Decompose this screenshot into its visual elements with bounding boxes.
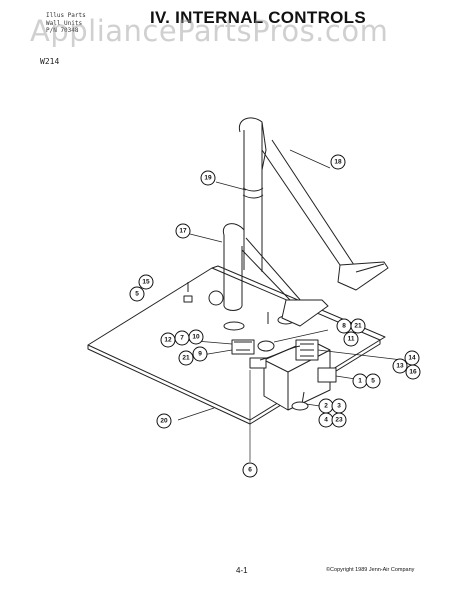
callout-label: 9	[198, 351, 202, 358]
knob-11	[257, 340, 275, 352]
hose-18-tube	[243, 130, 263, 272]
page-number: 4-1	[236, 566, 248, 575]
callout-label: 3	[337, 403, 341, 410]
hose-18-band	[242, 187, 264, 192]
callout-label: 14	[408, 355, 416, 362]
callout-label: 17	[179, 228, 187, 235]
callout-label: 21	[182, 355, 190, 362]
hose-18-nozzle	[337, 261, 389, 291]
model-number: W214	[40, 57, 60, 66]
header-info: Illus Parts Wall Units P/N 70348	[46, 12, 86, 35]
callout-6	[242, 462, 258, 478]
header-line: Illus Parts	[46, 12, 86, 19]
callout-label: 15	[142, 279, 150, 286]
switch-7-detail	[234, 341, 252, 351]
callout-9	[192, 346, 208, 362]
callout-13	[392, 358, 408, 374]
hose-18-nozzle-detail	[355, 263, 385, 273]
foot-2	[291, 401, 309, 411]
leader-lines	[177, 149, 403, 462]
callout-label: 11	[348, 336, 355, 343]
wire	[259, 345, 301, 361]
callout-21b	[178, 350, 194, 366]
callout-label: 8	[342, 323, 346, 330]
callout-label: 12	[164, 337, 172, 344]
callout-label: 16	[409, 369, 417, 376]
callout-label: 21	[354, 323, 362, 330]
callout-label: 1	[358, 378, 362, 385]
callout-label: 20	[160, 418, 168, 425]
hose-17-bottom	[223, 305, 243, 311]
hose-17-tube	[223, 235, 243, 306]
watermark: AppliancePartsPros.com	[30, 14, 389, 48]
callout-18	[330, 154, 346, 170]
page-title: IV. INTERNAL CONTROLS	[150, 8, 366, 27]
ring-10	[223, 321, 245, 331]
copyright-notice: ©Copyright 1989 Jenn-Air Company	[326, 567, 415, 573]
callout-label: 5	[371, 378, 375, 385]
component-1	[317, 367, 337, 383]
callout-label: 10	[192, 334, 200, 341]
header-line: Wall Units	[46, 19, 83, 27]
hose-17-nozzle	[281, 299, 329, 327]
callout-21a	[350, 318, 366, 334]
callout-label: 18	[334, 159, 342, 166]
plate-hole	[208, 290, 224, 306]
callout-19	[200, 170, 216, 186]
callout-23	[331, 412, 347, 428]
callout-label: 23	[335, 417, 343, 424]
callout-20	[156, 413, 172, 429]
callout-label: 2	[324, 403, 328, 410]
callout-17	[175, 223, 191, 239]
callout-label: 13	[396, 363, 404, 370]
relay-14-detail	[300, 343, 314, 357]
clip-15	[183, 295, 193, 303]
callout-label: 4	[324, 417, 328, 424]
callout-5b	[365, 373, 381, 389]
header-line: P/N 70348	[46, 27, 79, 34]
callout-16	[405, 364, 421, 380]
callout-5a	[129, 286, 145, 302]
callout-label: 19	[204, 175, 212, 182]
hose-17	[222, 223, 245, 248]
callout-label: 6	[248, 467, 252, 474]
callout-15	[138, 274, 154, 290]
hose-18-band	[242, 194, 264, 199]
callout-label: 7	[180, 335, 184, 342]
callout-11	[343, 331, 359, 347]
callout-10	[188, 329, 204, 345]
block-9	[249, 357, 267, 369]
callout-label: 5	[135, 291, 139, 298]
